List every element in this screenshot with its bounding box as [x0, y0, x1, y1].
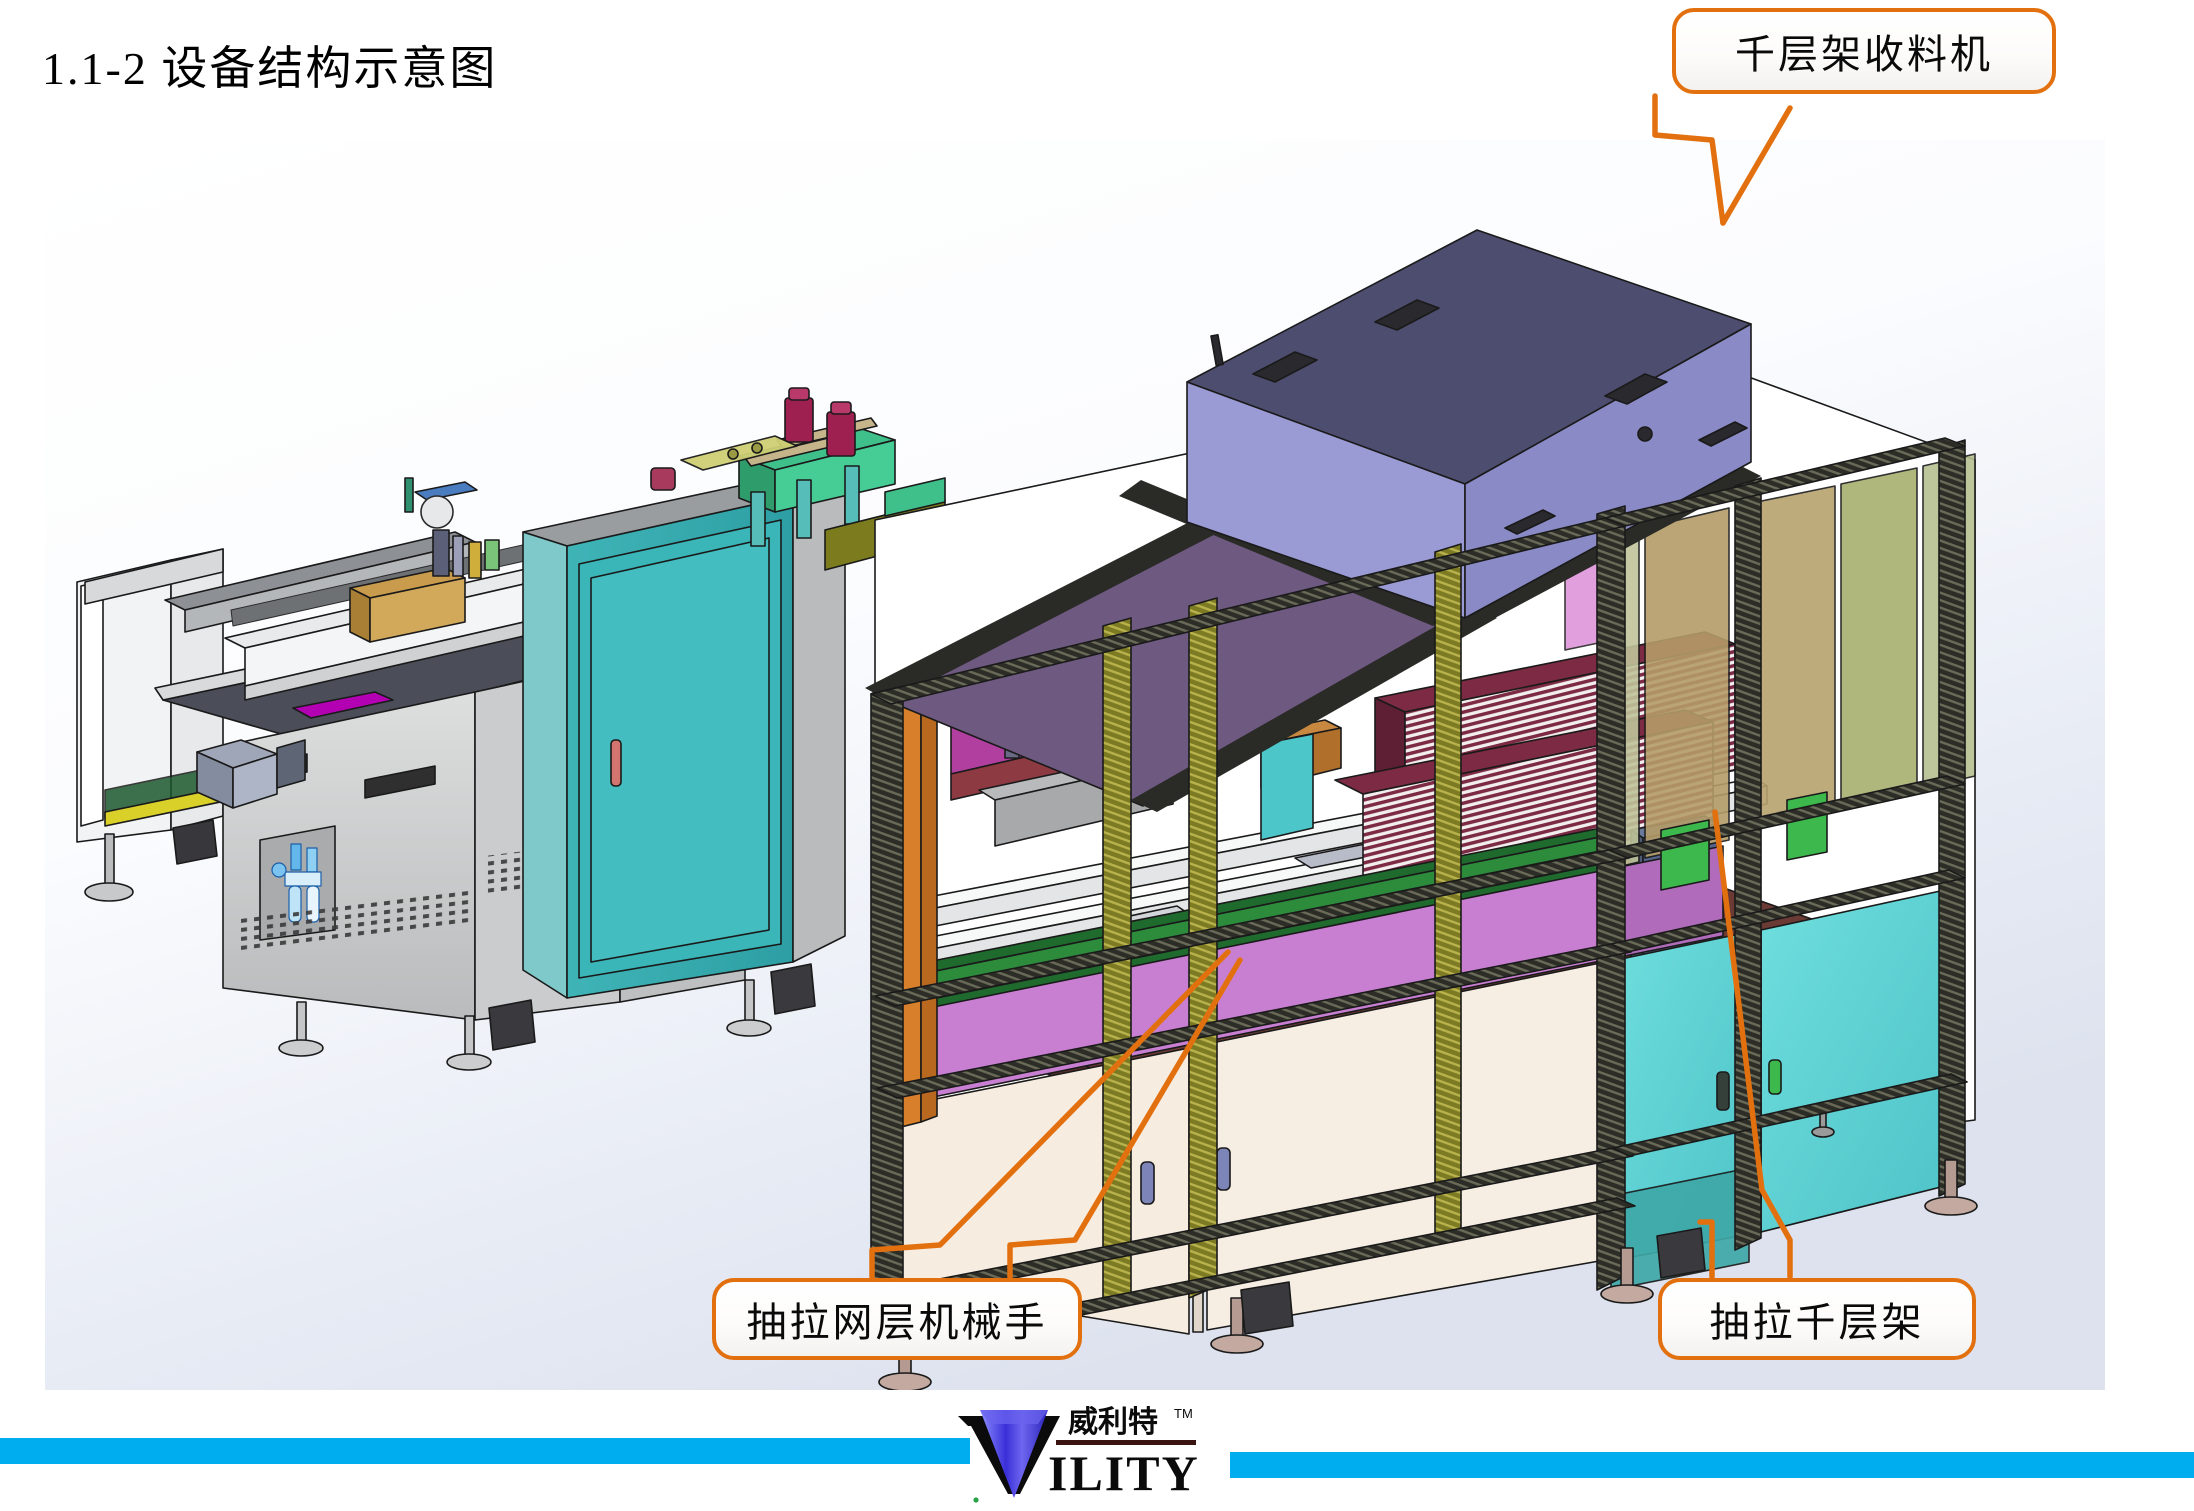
- callout-pull-out-multi-layer-rack[interactable]: 抽拉千层架: [1658, 1278, 1976, 1360]
- logo-trademark: TM: [1174, 1406, 1193, 1421]
- logo-chinese: 威利特: [1068, 1406, 1158, 1439]
- mount-pad-3: [1604, 373, 1668, 405]
- mount-pad-2: [1374, 299, 1440, 331]
- multi-layer-rack-receiving-machine: [1186, 229, 1752, 619]
- left-infeed-machine: [76, 387, 946, 1071]
- mount-pad-1: [1252, 351, 1318, 383]
- callout-label: 抽拉千层架: [1709, 1300, 1925, 1345]
- page-title: 1.1-2 设备结构示意图: [42, 43, 498, 94]
- callout-mesh-layer-pull-robot-arm[interactable]: 抽拉网层机械手: [712, 1278, 1082, 1360]
- orange-control-box: [349, 567, 466, 643]
- left-base-feet: [278, 963, 816, 1071]
- mount-pad-4: [1698, 421, 1748, 447]
- callout-label: 抽拉网层机械手: [746, 1300, 1048, 1345]
- right-door-handle-b: [1768, 1059, 1782, 1095]
- logo-latin: ILITY: [1048, 1445, 1200, 1501]
- callout-multi-layer-rack-receiving-machine[interactable]: 千层架收料机: [1672, 8, 2056, 94]
- logo-dot: [973, 1497, 979, 1503]
- equipment-structure-figure: [45, 140, 2105, 1390]
- cad-illustration: [45, 140, 2105, 1390]
- green-accent-panel-b: [1786, 791, 1828, 861]
- enclosure-feet: [878, 1159, 1978, 1390]
- louver-2: [364, 765, 436, 799]
- upper-mechanisms: [404, 477, 500, 579]
- right-door-handle-a: [1716, 1071, 1730, 1111]
- mount-pad-5: [1504, 509, 1556, 535]
- footer-bar-left: [0, 1438, 970, 1464]
- logo-rule: [1056, 1440, 1196, 1445]
- logo-diamond: [980, 1410, 1048, 1498]
- purple-workpiece: [292, 691, 394, 719]
- lower-door-handle-right: [1216, 1147, 1231, 1191]
- lower-door-handle-left: [1140, 1161, 1155, 1205]
- callout-label: 千层架收料机: [1735, 32, 1993, 77]
- footer-bar-right: [1230, 1452, 2194, 1478]
- infeed-conveyor: [164, 531, 586, 701]
- vility-logo: 威利特 TM ILITY: [952, 1398, 1252, 1506]
- right-panel-door-b: [1760, 889, 1946, 1233]
- servo-motor: [196, 739, 306, 809]
- top-gantry: [650, 387, 946, 571]
- cabinet-handle: [610, 739, 622, 787]
- logo-svg: 威利特 TM ILITY: [958, 1406, 1200, 1503]
- control-cabinet: [522, 467, 846, 999]
